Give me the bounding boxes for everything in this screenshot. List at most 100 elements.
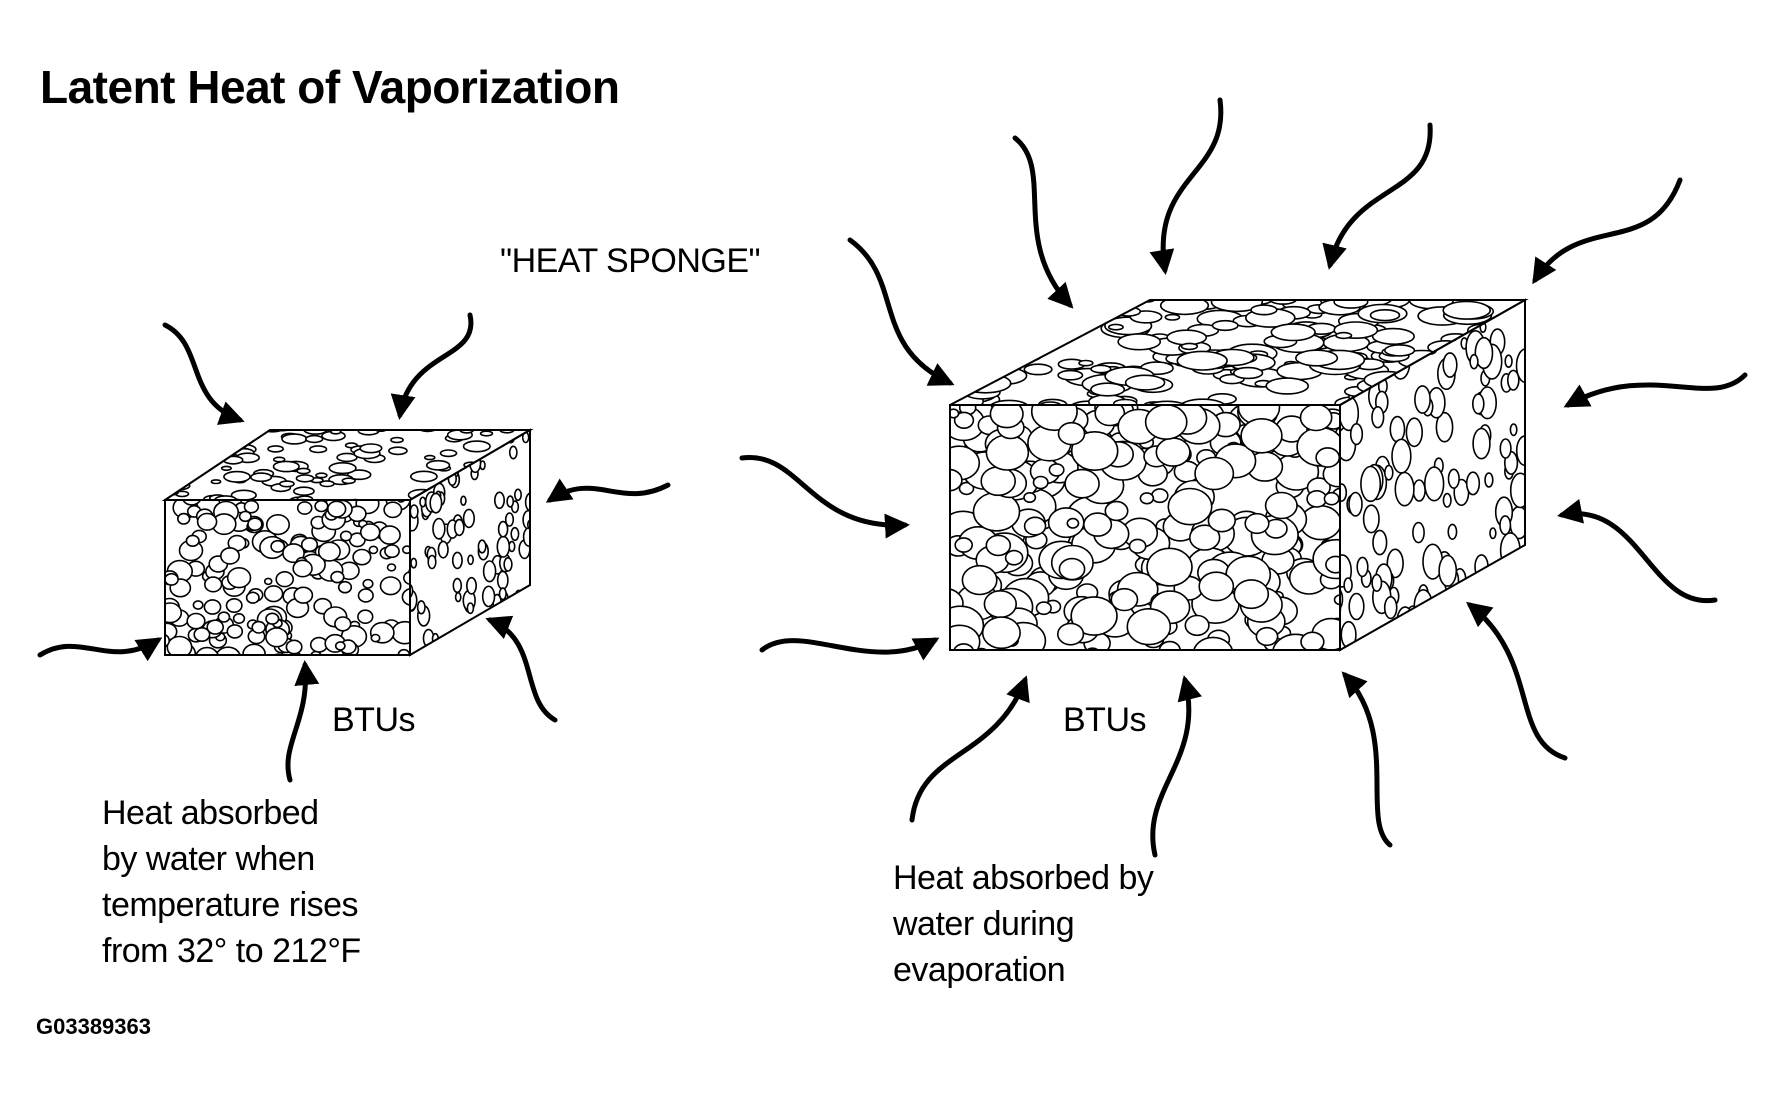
sponge-pore bbox=[1159, 300, 1210, 316]
btus-label-left: BTUs bbox=[332, 701, 416, 739]
sponge-pore bbox=[1207, 508, 1237, 533]
sponge-pore bbox=[1371, 573, 1383, 593]
sponge-pore bbox=[477, 539, 487, 554]
sponge-pore bbox=[1412, 521, 1425, 544]
sponge-pore bbox=[452, 577, 463, 594]
sponge-pore bbox=[511, 464, 530, 476]
sponge-pore bbox=[1139, 492, 1155, 505]
sponge-pore bbox=[497, 520, 509, 538]
sponge-pore bbox=[437, 540, 449, 559]
sponge-pore bbox=[1057, 369, 1084, 381]
sponge-pore bbox=[950, 468, 963, 492]
sponge-pore bbox=[1499, 515, 1512, 536]
sponge-pore bbox=[1064, 468, 1100, 499]
sponge-pore bbox=[1178, 398, 1228, 405]
sponge-pore bbox=[210, 479, 222, 485]
sponge-pore bbox=[1469, 621, 1488, 650]
sponge-pore bbox=[1439, 618, 1450, 636]
sponge-pore bbox=[1112, 398, 1138, 405]
sponge-pore bbox=[247, 517, 263, 532]
heat-arrow bbox=[909, 675, 1030, 823]
sponge-pore bbox=[950, 624, 981, 650]
sponge-pore bbox=[954, 537, 974, 553]
heat-arrow bbox=[1149, 97, 1224, 275]
sponge-pore bbox=[1518, 640, 1525, 650]
sponge-pore bbox=[973, 649, 988, 650]
sponge-pore bbox=[506, 495, 515, 508]
sponge-pore bbox=[1270, 323, 1316, 342]
sponge-pore bbox=[265, 612, 280, 625]
sponge-pore bbox=[397, 654, 409, 655]
sponge-pore bbox=[503, 557, 513, 572]
right-caption-line: evaporation bbox=[893, 951, 1066, 989]
sponge-pore bbox=[1493, 569, 1508, 593]
sponge-pore bbox=[357, 609, 374, 625]
sponge-pore bbox=[1515, 348, 1525, 384]
sponge-pore bbox=[292, 486, 315, 497]
left-caption: Heat absorbed by water when temperature … bbox=[102, 790, 462, 974]
sponge-pore bbox=[1070, 430, 1119, 471]
sponge-pore bbox=[180, 470, 194, 476]
sponge-pore bbox=[1396, 606, 1415, 638]
sponge-pore bbox=[384, 544, 400, 559]
sponge-pore bbox=[1078, 359, 1094, 367]
sponge-pore bbox=[242, 643, 266, 655]
sponge-pore bbox=[1232, 366, 1264, 380]
heat-sponge-label: "HEAT SPONGE" bbox=[500, 242, 761, 280]
sponge-pore bbox=[339, 530, 353, 542]
sponge-pore bbox=[462, 508, 476, 529]
heat-arrow bbox=[1341, 671, 1393, 848]
sponge-pore bbox=[1010, 300, 1059, 308]
sponge-pore bbox=[504, 512, 515, 527]
left-caption-line: from 32° to 212°F bbox=[102, 932, 361, 970]
sponge-pore bbox=[1409, 641, 1421, 650]
sponge-pore bbox=[185, 534, 200, 547]
sponge-pore bbox=[980, 466, 1017, 497]
sponge-pore bbox=[1360, 465, 1382, 503]
heat-arrow bbox=[485, 615, 558, 723]
sponge-pore bbox=[1476, 641, 1492, 650]
sponge-pore bbox=[1442, 352, 1458, 378]
sponge-pore bbox=[1465, 471, 1481, 496]
sponge-pore bbox=[296, 501, 313, 515]
sponge-pore bbox=[1023, 516, 1047, 536]
sponge-pore bbox=[362, 578, 374, 589]
sponge-pore bbox=[1047, 507, 1085, 539]
sponge-pore bbox=[1030, 405, 1078, 432]
sponge-pore bbox=[1356, 556, 1369, 578]
sponge-pore bbox=[1442, 300, 1491, 320]
sponge-pore bbox=[200, 444, 220, 454]
sponge-pore bbox=[260, 430, 285, 433]
sponge-pore bbox=[165, 453, 182, 463]
sponge-pore bbox=[1294, 349, 1339, 367]
sponge-pore bbox=[356, 500, 367, 501]
btus-label-right: BTUs bbox=[1063, 701, 1147, 739]
sponge-pore bbox=[1522, 549, 1525, 568]
sponge-pore bbox=[281, 433, 308, 445]
sponge-pore bbox=[1362, 643, 1374, 650]
sponge-pore bbox=[309, 445, 328, 454]
sponge-pore bbox=[513, 488, 522, 502]
sponge-pore bbox=[1442, 633, 1455, 650]
sponge-pore bbox=[1474, 336, 1494, 370]
sponge-pore bbox=[1391, 438, 1412, 474]
sponge-pore bbox=[230, 489, 257, 500]
sponge-pore bbox=[454, 591, 462, 603]
sponge-pore bbox=[352, 548, 372, 566]
sponge-pore bbox=[1198, 571, 1235, 602]
sponge-pore bbox=[341, 477, 356, 485]
sponge-pore bbox=[359, 523, 381, 542]
sponge-pore bbox=[464, 626, 479, 650]
sponge-pore bbox=[296, 430, 316, 431]
sponge-pore bbox=[214, 646, 242, 655]
sponge-pore bbox=[1447, 523, 1458, 540]
sponge-pore bbox=[1343, 577, 1353, 593]
sponge-pore bbox=[293, 586, 314, 604]
small-sponge-front-face bbox=[165, 500, 410, 655]
sponge-pore bbox=[1371, 327, 1415, 346]
sponge-pore bbox=[410, 504, 419, 519]
sponge-pore bbox=[1383, 344, 1416, 357]
sponge-pore bbox=[508, 445, 518, 460]
sponge-pore bbox=[378, 525, 401, 545]
sponge-pore bbox=[1383, 595, 1398, 620]
